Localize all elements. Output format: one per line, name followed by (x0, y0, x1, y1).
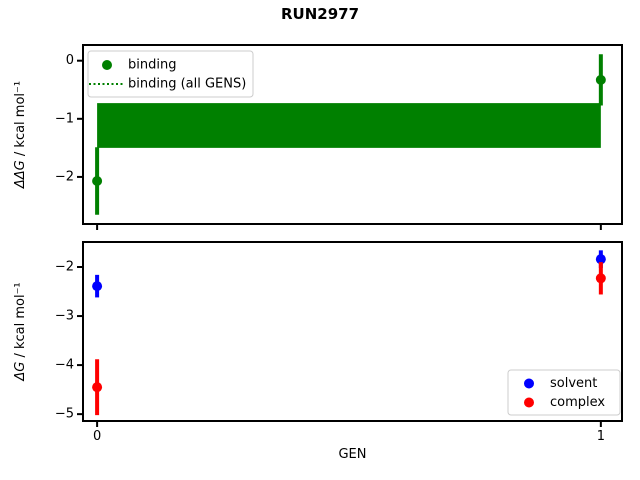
binding-point-gen1 (595, 74, 606, 85)
bottom-xtick-label-0: 0 (93, 429, 101, 444)
binding-point-gen0 (92, 175, 103, 186)
top-ytick-label--2: −2 (55, 169, 74, 184)
bottom-ytick-label--3: −3 (55, 309, 74, 324)
legend-label-solvent: solvent (550, 376, 597, 391)
legend-label-binding: binding (128, 58, 176, 73)
bottom-ytick-label--2: −2 (55, 260, 74, 275)
top-ytick-label--1: −1 (55, 111, 74, 126)
bottom-y-axis-label: ΔG / kcal mol⁻¹ (13, 282, 28, 381)
solvent-point-gen0 (92, 281, 103, 292)
complex-point-gen1 (595, 273, 606, 284)
figure-title: RUN2977 (280, 5, 360, 23)
legend-marker-dot-icon-complex (524, 397, 534, 408)
bottom-legend-box (507, 369, 621, 416)
bottom-subplot-spines (82, 241, 623, 422)
legend-label-binding-all-GENS-: binding (all GENS) (128, 77, 246, 92)
top-ytick-label-0: 0 (66, 53, 74, 68)
confidence-band-binding-all-gens (97, 103, 601, 148)
legend-marker-dot-icon-solvent (524, 378, 534, 389)
top-y-axis-label: ΔΔG / kcal mol⁻¹ (13, 81, 28, 189)
x-axis-label: GEN (338, 447, 367, 462)
bottom-xtick-label-1: 1 (597, 429, 605, 444)
bottom-ytick-label--5: −5 (55, 407, 74, 422)
bottom-ytick-label--4: −4 (55, 358, 74, 373)
legend-label-complex: complex (550, 395, 605, 410)
solvent-point-gen1 (595, 254, 606, 265)
complex-point-gen0 (92, 382, 103, 393)
top-legend-box (87, 50, 254, 98)
top-subplot-spines (82, 44, 623, 225)
legend-marker-dot-icon-binding (102, 60, 112, 70)
